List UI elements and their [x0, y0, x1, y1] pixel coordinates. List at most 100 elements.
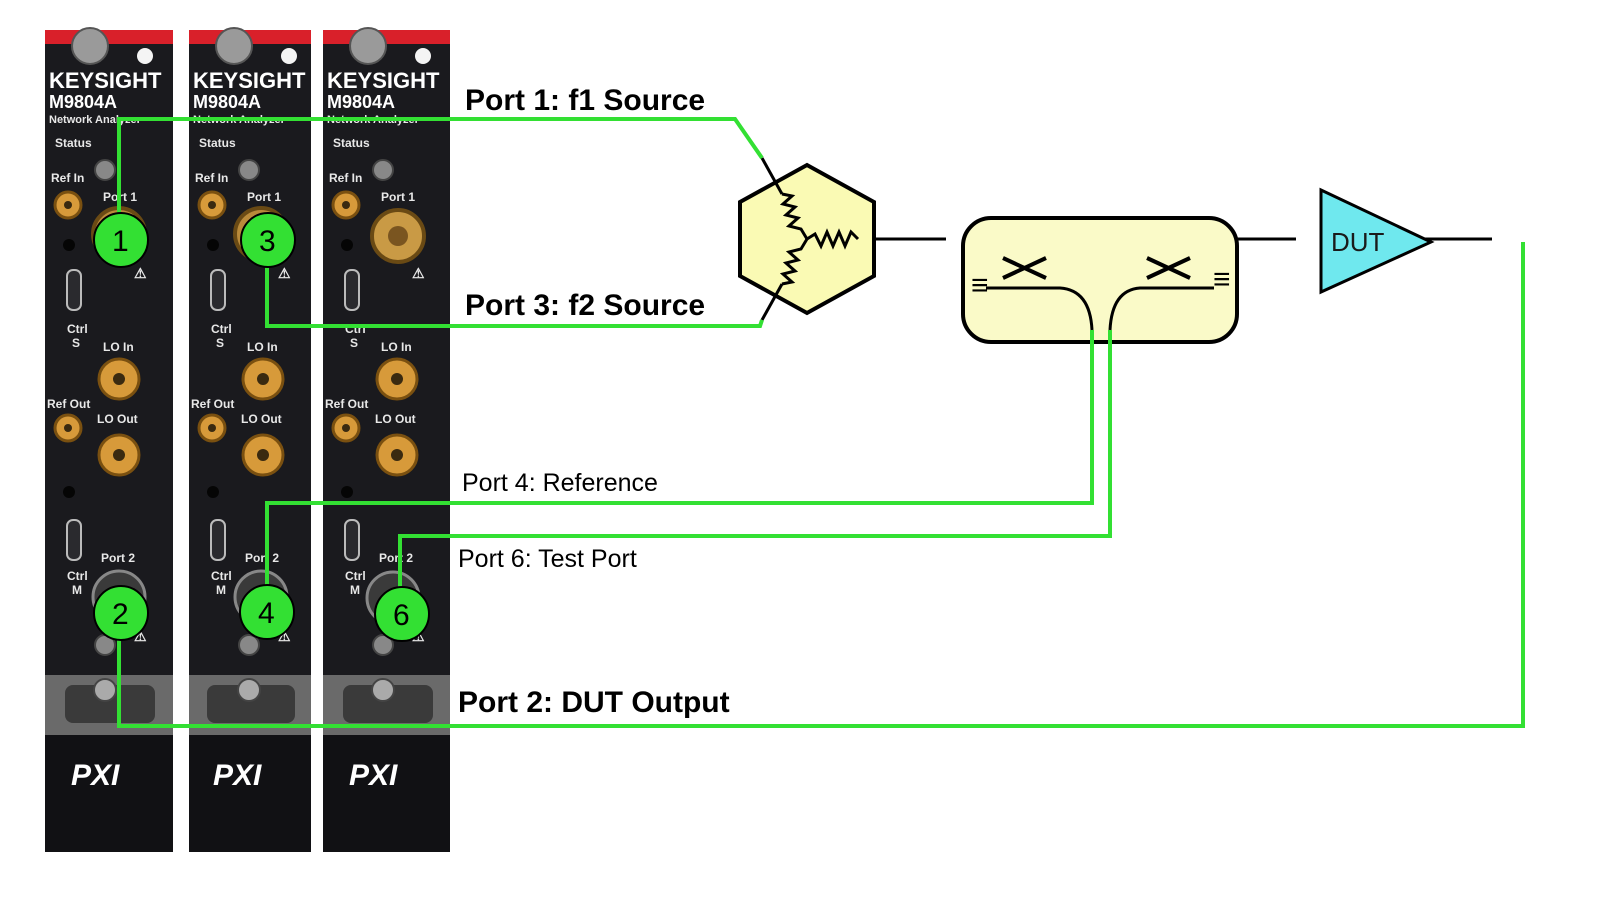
coupling-cross-icon	[1146, 256, 1191, 280]
connector-pin-icon	[342, 424, 350, 432]
module-model: M9804A	[49, 92, 117, 112]
screw-icon	[372, 159, 394, 181]
connector-pin-icon	[388, 226, 408, 246]
resistor-icon	[779, 238, 809, 286]
usb-ctrl-m-icon	[210, 519, 226, 561]
label-ctrl-m2: M	[72, 583, 82, 597]
status-led-icon	[415, 48, 431, 64]
cable-port2	[117, 242, 1525, 728]
ejector-latch	[65, 685, 155, 723]
port-marker-4	[239, 584, 295, 640]
pxi-logo: PXI	[71, 759, 120, 792]
port-marker-3-label: 3	[259, 225, 276, 258]
usb-ctrl-m-icon	[66, 519, 82, 561]
led-hole-icon	[63, 486, 75, 498]
port-marker-2-label: 2	[112, 598, 129, 631]
label-ref-in: Ref In	[51, 171, 84, 185]
directional-coupler: ≡ ≡	[961, 216, 1239, 344]
label-ctrl-m: Ctrl	[345, 569, 366, 583]
connector-pin-icon	[64, 201, 72, 209]
port-marker-6	[374, 586, 430, 642]
cables	[117, 117, 1525, 728]
power-combiner	[738, 157, 876, 321]
label-ctrl-m: Ctrl	[211, 569, 232, 583]
connector-pin-icon	[113, 449, 125, 461]
dut-label: DUT	[1331, 227, 1385, 257]
connector-pin-icon	[257, 373, 269, 385]
label-status: Status	[199, 136, 236, 150]
label-lo-out: LO Out	[375, 412, 416, 426]
cable-port4	[265, 330, 1094, 610]
mount-screw-icon	[215, 27, 253, 65]
coupler-box	[961, 216, 1239, 344]
module-3: KEYSIGHT M9804A Network Analyzer Status …	[323, 27, 450, 852]
cable-port6	[398, 330, 1112, 612]
label-ref-out: Ref Out	[325, 397, 368, 411]
combiner-lead	[760, 283, 784, 321]
usb-ctrl-s-icon	[210, 269, 226, 311]
dut-triangle	[1319, 187, 1435, 295]
pxi-handle	[323, 735, 450, 852]
usb-ctrl-s-icon	[344, 269, 360, 311]
label-lo-in: LO In	[381, 340, 412, 354]
port-marker-6-label: 6	[393, 599, 410, 632]
label-ctrl-m2: M	[216, 583, 226, 597]
led-hole-icon	[341, 486, 353, 498]
resistor-icon	[806, 228, 860, 250]
module-1: KEYSIGHT M9804A Network Analyzer Status …	[45, 27, 173, 852]
pxi-logo: PXI	[349, 759, 398, 792]
label-ctrl-m: Ctrl	[67, 569, 88, 583]
label-status: Status	[55, 136, 92, 150]
label-port3-source: Port 3: f2 Source	[465, 289, 705, 322]
dut-amplifier: DUT	[1319, 187, 1435, 295]
connector-pin-icon	[391, 373, 403, 385]
led-hole-icon	[63, 239, 75, 251]
pxi-handle	[189, 735, 311, 852]
label-port2: Port 2	[101, 551, 135, 565]
label-port1: Port 1	[381, 190, 415, 204]
led-hole-icon	[207, 486, 219, 498]
warning-icon: ⚠	[412, 265, 425, 281]
label-ctrl-s2: S	[350, 336, 358, 350]
label-ctrl-s: Ctrl	[67, 322, 88, 336]
screw-icon	[372, 634, 394, 656]
label-lo-in: LO In	[103, 340, 134, 354]
module-brand: KEYSIGHT	[49, 68, 162, 93]
screw-icon	[238, 159, 260, 181]
port-markers: 1 3 2 4 6	[93, 212, 430, 642]
usb-ctrl-m-icon	[344, 519, 360, 561]
connector-pin-icon	[391, 449, 403, 461]
status-led-icon	[137, 48, 153, 64]
handle-screw-icon	[93, 678, 117, 702]
label-port6-test: Port 6: Test Port	[458, 545, 637, 573]
pxi-logo: PXI	[213, 759, 262, 792]
termination-icon: ≡	[1213, 263, 1231, 296]
ejector-latch	[207, 685, 295, 723]
mount-screw-icon	[349, 27, 387, 65]
ejector-latch	[343, 685, 433, 723]
label-port2-dut-output: Port 2: DUT Output	[458, 686, 730, 719]
label-port4-reference: Port 4: Reference	[462, 469, 658, 497]
module-model: M9804A	[327, 92, 395, 112]
label-ctrl-s2: S	[216, 336, 224, 350]
connector-pin-icon	[257, 449, 269, 461]
screw-icon	[238, 634, 260, 656]
led-hole-icon	[341, 239, 353, 251]
led-hole-icon	[207, 239, 219, 251]
handle-screw-icon	[237, 678, 261, 702]
module-top-stripe	[45, 30, 173, 44]
label-lo-in: LO In	[247, 340, 278, 354]
label-port2: Port 2	[245, 551, 279, 565]
coupled-arm-left	[986, 286, 1094, 331]
label-port2: Port 2	[379, 551, 413, 565]
connector-pin-icon	[113, 373, 125, 385]
mount-screw-icon	[71, 27, 109, 65]
port-marker-3	[240, 212, 296, 268]
label-lo-out: LO Out	[97, 412, 138, 426]
connector-pin-icon	[342, 201, 350, 209]
label-ref-out: Ref Out	[191, 397, 234, 411]
handle-screw-icon	[371, 678, 395, 702]
module-brand: KEYSIGHT	[327, 68, 440, 93]
termination-icon: ≡	[971, 269, 989, 302]
